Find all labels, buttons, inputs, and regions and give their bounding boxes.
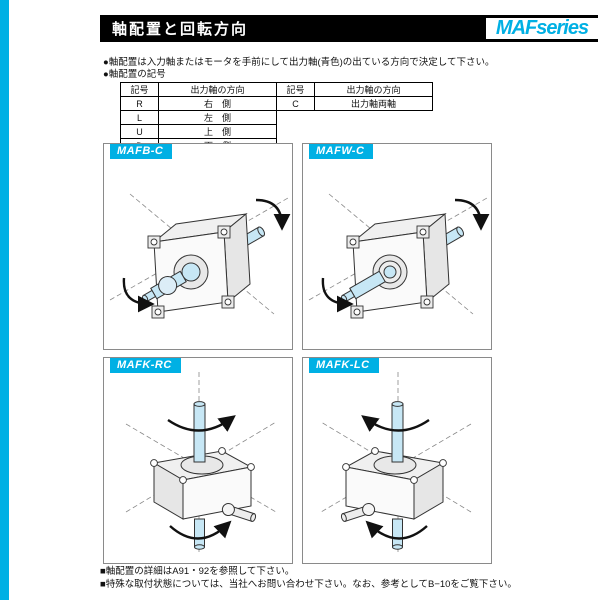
cell-sign: R — [120, 96, 159, 111]
panel-mafk-lc: MAFK-LC — [302, 357, 492, 564]
page-title: 軸配置と回転方向 — [100, 15, 486, 42]
cell-direction: 出力軸両軸 — [314, 96, 433, 111]
cell-direction: 右 側 — [158, 96, 277, 111]
footer-note-1: ■軸配置の詳細はA91・92を参照して下さい。 — [100, 566, 295, 577]
cell-sign: C — [276, 96, 315, 111]
footer-note-2: ■特殊な取付状態については、当社へお問い合わせ下さい。なお、参考としてB−10を… — [100, 578, 517, 590]
col-header-sign: 記号 — [120, 82, 159, 97]
symbol-tables: 記号 出力軸の方向 R 右 側 L 左 側 U 上 側 D 下 側 記号 出力軸… — [120, 82, 433, 153]
col-header-direction: 出力軸の方向 — [158, 82, 277, 97]
intro-bullet-1: ●軸配置は入力軸またはモータを手前にして出力軸(青色)の出ている方向で決定して下… — [103, 57, 495, 68]
intro-bullet-2: ●軸配置の記号 — [103, 69, 166, 80]
horizontal-gearbox-drawing — [308, 193, 490, 319]
table-row: U 上 側 — [120, 124, 277, 139]
col-header-direction: 出力軸の方向 — [314, 82, 433, 97]
series-logo: MAFseries — [486, 15, 598, 42]
col-header-sign: 記号 — [276, 82, 315, 97]
panel-mafk-rc: MAFK-RC — [103, 357, 293, 564]
table-row: C 出力軸両軸 — [276, 96, 433, 111]
panel-label: MAFB-C — [110, 144, 173, 159]
cell-sign: U — [120, 124, 159, 139]
panel-mafb-c: MAFB-C — [103, 143, 293, 350]
page-header: 軸配置と回転方向 MAFseries — [100, 15, 598, 42]
vertical-gearbox-drawing-mirrored — [320, 372, 472, 552]
panel-label: MAFW-C — [309, 144, 374, 159]
panel-mafw-c: MAFW-C — [302, 143, 492, 350]
footer-notes: ■軸配置の詳細はA91・92を参照して下さい。 ■特殊な取付状態については、当社… — [100, 566, 595, 591]
intro-notes: ●軸配置は入力軸またはモータを手前にして出力軸(青色)の出ている方向で決定して下… — [103, 57, 495, 81]
cell-direction: 左 側 — [158, 110, 277, 125]
table-row: R 右 側 — [120, 96, 277, 111]
symbol-table-right: 記号 出力軸の方向 C 出力軸両軸 — [276, 82, 433, 111]
panel-grid: MAFB-C — [103, 143, 492, 564]
symbol-table-left: 記号 出力軸の方向 R 右 側 L 左 側 U 上 側 D 下 側 — [120, 82, 277, 153]
cell-direction: 上 側 — [158, 124, 277, 139]
panel-label: MAFK-LC — [309, 358, 379, 373]
cell-sign: L — [120, 110, 159, 125]
horizontal-gearbox-drawing — [109, 193, 291, 319]
vertical-gearbox-drawing — [125, 372, 277, 552]
table-row: L 左 側 — [120, 110, 277, 125]
panel-label: MAFK-RC — [110, 358, 181, 373]
page-edge-accent-strip — [0, 0, 9, 600]
